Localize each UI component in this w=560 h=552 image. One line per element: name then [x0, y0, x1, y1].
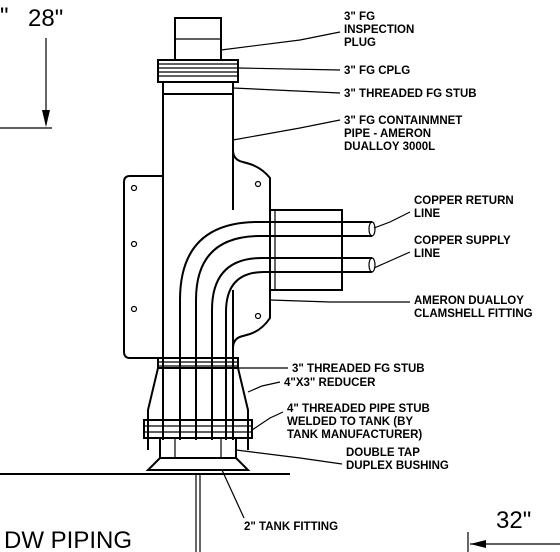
- label-pipe-stub-1: 4" THREADED PIPE STUB: [287, 403, 430, 415]
- label-containment-2: PIPE - AMERON: [344, 128, 431, 140]
- label-inspection-plug-1: 3" FG: [344, 11, 375, 23]
- tank-fitting: [145, 457, 251, 471]
- label-clamshell-2: CLAMSHELL FITTING: [414, 308, 533, 320]
- threaded-pipe-stub: [143, 419, 253, 439]
- label-copper-return-1: COPPER RETURN: [414, 195, 514, 207]
- containment-pipe: [162, 94, 234, 440]
- dimension-right: 32": [496, 507, 531, 534]
- dimension-right-arrow: [467, 532, 560, 552]
- label-containment-1: 3" FG CONTAINMNET: [344, 115, 462, 127]
- label-reducer: 4"X3" REDUCER: [284, 377, 376, 389]
- leader-lines: [220, 31, 411, 519]
- copper-supply-line: [211, 257, 376, 440]
- duplex-bushing: [159, 437, 237, 459]
- clamshell-fitting: [123, 149, 343, 359]
- threaded-fg-stub-bottom: [157, 357, 239, 369]
- label-fg-cplg: 3" FG CPLG: [344, 65, 410, 77]
- label-tank-fitting: 2" TANK FITTING: [244, 521, 338, 533]
- label-pipe-stub-2: WELDED TO TANK (BY: [287, 416, 413, 428]
- dimension-prefix-mark: ": [0, 3, 9, 30]
- label-duplex-2: DUPLEX BUSHING: [346, 460, 449, 472]
- reducer: [147, 367, 249, 450]
- label-clamshell-1: AMERON DUALLOY: [414, 295, 524, 307]
- inspection-plug: [174, 17, 222, 61]
- dimension-left: 28": [28, 5, 63, 32]
- diagram-caption: DW PIPING: [4, 527, 132, 552]
- label-containment-3: DUALLOY 3000L: [344, 141, 435, 153]
- label-duplex-1: DOUBLE TAP: [346, 447, 420, 459]
- threaded-fg-stub-top: [162, 81, 234, 95]
- tank-top: [0, 473, 290, 552]
- fg-coupling: [157, 59, 239, 83]
- label-pipe-stub-3: TANK MANUFACTURER): [287, 429, 422, 441]
- label-copper-supply-2: LINE: [414, 248, 441, 260]
- label-threaded-stub-bottom: 3" THREADED FG STUB: [292, 363, 425, 375]
- label-inspection-plug-3: PLUG: [344, 37, 376, 49]
- copper-return-line: [179, 221, 376, 440]
- label-threaded-stub-top: 3" THREADED FG STUB: [344, 88, 477, 100]
- label-inspection-plug-2: INSPECTION: [344, 24, 414, 36]
- dimension-left-arrow: [0, 38, 52, 129]
- label-copper-supply-1: COPPER SUPPLY: [414, 235, 511, 247]
- label-copper-return-2: LINE: [414, 208, 441, 220]
